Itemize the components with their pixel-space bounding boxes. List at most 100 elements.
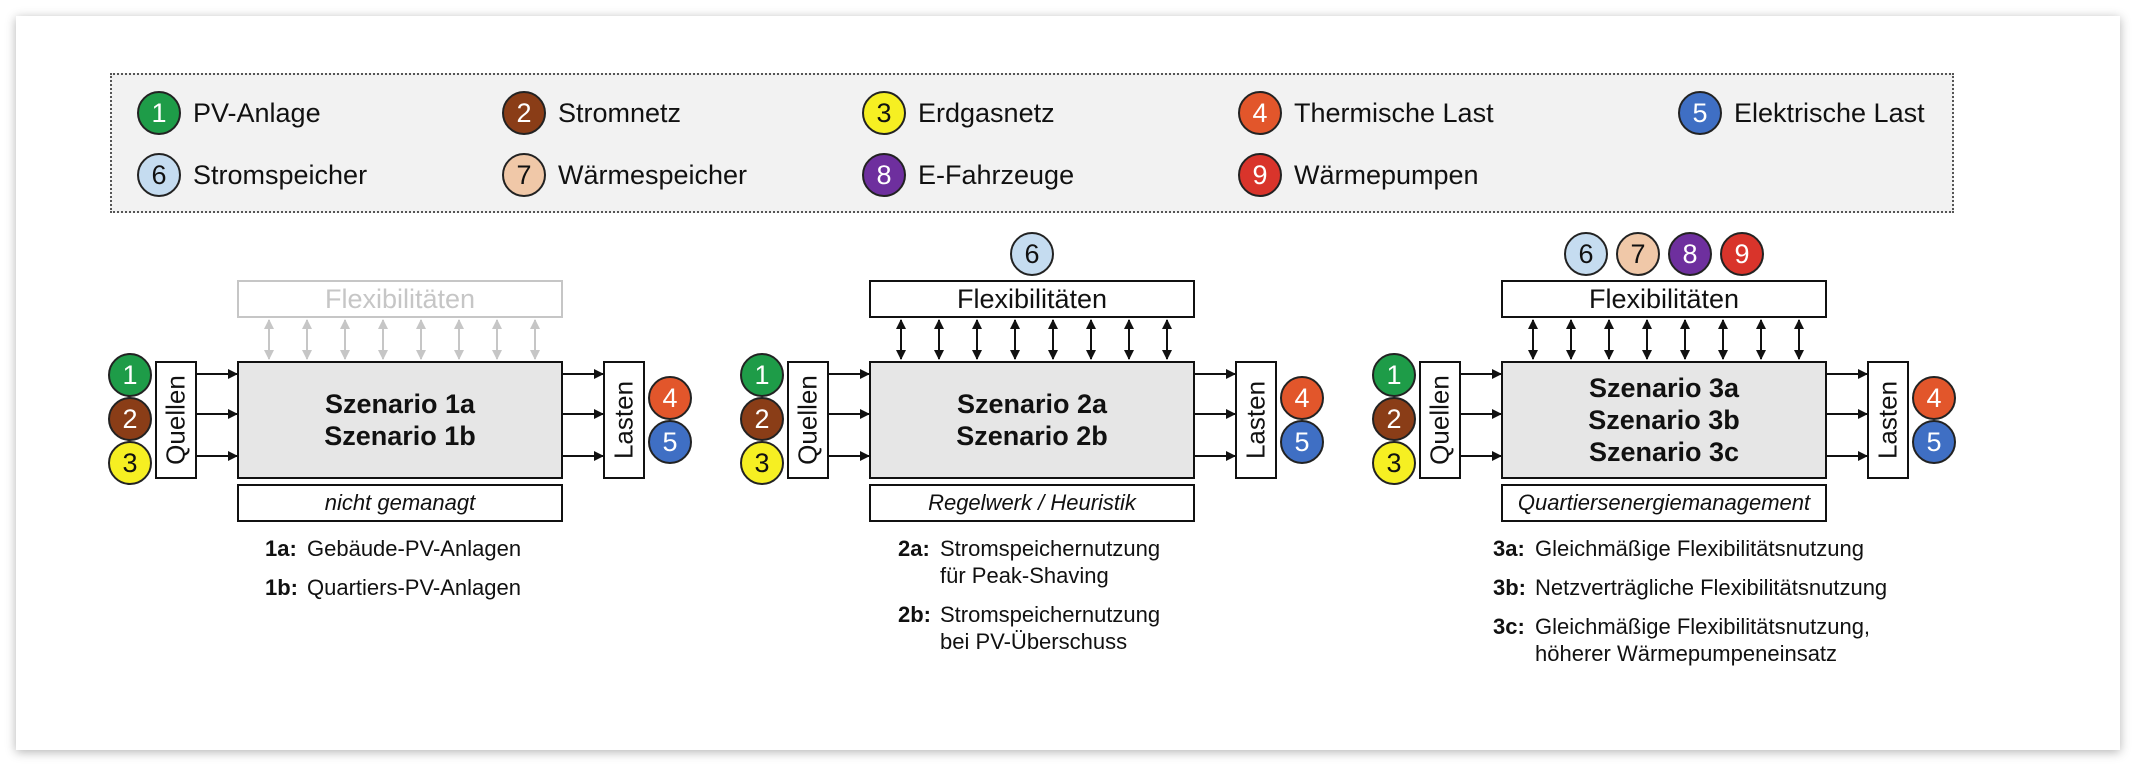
scenario-descriptions: 3a: Gleichmäßige Flexibilitätsnutzung 3b: N… bbox=[1493, 535, 1887, 679]
load-badge-5: 5 bbox=[1912, 420, 1956, 464]
legend-number-badge: 2 bbox=[502, 91, 546, 135]
description-row: 3a: Gleichmäßige Flexibilitätsnutzung bbox=[1493, 535, 1887, 562]
legend-number-badge: 8 bbox=[862, 153, 906, 197]
flexibility-box: Flexibilitäten bbox=[237, 280, 563, 318]
description-text: Stromspeichernutzung bei PV-Überschuss bbox=[940, 602, 1161, 654]
scenario-title-line: Szenario 1a bbox=[324, 389, 476, 419]
legend-label: PV-Anlage bbox=[193, 97, 321, 128]
description-row: 2a: Stromspeichernutzung für Peak-Shaving bbox=[898, 535, 1160, 589]
scenario-title-line: Szenario 1b bbox=[324, 421, 476, 451]
description-row: 1b: Quartiers-PV-Anlagen bbox=[265, 574, 521, 601]
loads-label: Lasten bbox=[608, 380, 639, 460]
load-badge-4: 4 bbox=[1912, 376, 1956, 420]
legend-number-badge: 3 bbox=[862, 91, 906, 135]
legend-item-5: 5 Elektrische Last bbox=[1678, 88, 1925, 138]
source-badge-2: 2 bbox=[1372, 397, 1416, 441]
loads-box: Lasten bbox=[1235, 361, 1277, 479]
source-badge-1: 1 bbox=[108, 353, 152, 397]
storage-badge-7: 7 bbox=[1616, 232, 1660, 276]
scenario-descriptions: 2a: Stromspeichernutzung für Peak-Shaving… bbox=[898, 535, 1160, 667]
description-key: 3b: bbox=[1493, 575, 1526, 600]
loads-box: Lasten bbox=[1867, 361, 1909, 479]
description-key: 1b: bbox=[265, 575, 298, 600]
source-badge-1: 1 bbox=[740, 353, 784, 397]
legend-item-2: 2 Stromnetz bbox=[502, 88, 681, 138]
legend-number-badge: 9 bbox=[1238, 153, 1282, 197]
legend-number-badge: 4 bbox=[1238, 91, 1282, 135]
description-text: Gebäude-PV-Anlagen bbox=[307, 536, 522, 561]
description-key: 2b: bbox=[898, 602, 931, 627]
scenario-title-line: Szenario 3a bbox=[1588, 373, 1740, 403]
legend-number-badge: 6 bbox=[137, 153, 181, 197]
description-row: 3c: Gleichmäßige Flexibilitätsnutzung, hö… bbox=[1493, 613, 1887, 667]
description-row: 1a: Gebäude-PV-Anlagen bbox=[265, 535, 521, 562]
flexibility-box: Flexibilitäten bbox=[1501, 280, 1827, 318]
legend-item-8: 8 E-Fahrzeuge bbox=[862, 150, 1074, 200]
loads-box: Lasten bbox=[603, 361, 645, 479]
load-badge-5: 5 bbox=[1280, 420, 1324, 464]
source-badge-2: 2 bbox=[108, 397, 152, 441]
legend-label: Wärmespeicher bbox=[558, 159, 748, 190]
sources-label: Quellen bbox=[792, 375, 823, 465]
legend-label: Thermische Last bbox=[1294, 97, 1494, 128]
description-row: 3b: Netzverträgliche Flexibilitätsnutzung bbox=[1493, 574, 1887, 601]
scenario-title-line: Szenario 2b bbox=[956, 421, 1108, 451]
legend-number-badge: 1 bbox=[137, 91, 181, 135]
source-badge-3: 3 bbox=[108, 441, 152, 485]
storage-badge-9: 9 bbox=[1720, 232, 1764, 276]
flexibility-box: Flexibilitäten bbox=[869, 280, 1195, 318]
legend-item-9: 9 Wärmepumpen bbox=[1238, 150, 1479, 200]
legend-label: Erdgasnetz bbox=[918, 97, 1055, 128]
management-box: nicht gemanagt bbox=[237, 484, 563, 522]
description-text: Gleichmäßige Flexibilitätsnutzung bbox=[1535, 536, 1864, 561]
load-badge-5: 5 bbox=[648, 420, 692, 464]
scenario-title-line: Szenario 3c bbox=[1588, 437, 1740, 467]
sources-box: Quellen bbox=[1419, 361, 1461, 479]
description-text: Stromspeichernutzung für Peak-Shaving bbox=[940, 536, 1161, 588]
description-key: 3c: bbox=[1493, 614, 1525, 639]
description-key: 3a: bbox=[1493, 536, 1525, 561]
load-badge-4: 4 bbox=[1280, 376, 1324, 420]
management-box: Regelwerk / Heuristik bbox=[869, 484, 1195, 522]
sources-label: Quellen bbox=[160, 375, 191, 465]
scenario-title-line: Szenario 3b bbox=[1588, 405, 1740, 435]
legend-item-3: 3 Erdgasnetz bbox=[862, 88, 1055, 138]
sources-box: Quellen bbox=[155, 361, 197, 479]
management-box: Quartiersenergiemanagement bbox=[1501, 484, 1827, 522]
legend-label: Wärmepumpen bbox=[1294, 159, 1479, 190]
legend-item-4: 4 Thermische Last bbox=[1238, 88, 1494, 138]
legend-label: E-Fahrzeuge bbox=[918, 159, 1075, 190]
description-text: Netzverträgliche Flexibilitätsnutzung bbox=[1535, 575, 1888, 600]
sources-label: Quellen bbox=[1424, 375, 1455, 465]
legend-number-badge: 7 bbox=[502, 153, 546, 197]
scenario-descriptions: 1a: Gebäude-PV-Anlagen 1b: Quartiers-PV-Anl… bbox=[265, 535, 521, 613]
source-badge-3: 3 bbox=[1372, 441, 1416, 485]
loads-label: Lasten bbox=[1240, 380, 1271, 460]
legend-item-6: 6 Stromspeicher bbox=[137, 150, 367, 200]
legend-box: 1 PV-Anlage 2 Stromnetz 3 Erdgasnetz 4 Thermisc… bbox=[110, 73, 1954, 213]
description-text: Gleichmäßige Flexibilitätsnutzung, höher… bbox=[1535, 614, 1871, 666]
legend-number-badge: 5 bbox=[1678, 91, 1722, 135]
description-text: Quartiers-PV-Anlagen bbox=[307, 575, 521, 600]
storage-badge-8: 8 bbox=[1668, 232, 1712, 276]
storage-badge-6: 6 bbox=[1010, 232, 1054, 276]
scenario-title-line: Szenario 2a bbox=[956, 389, 1108, 419]
source-badge-1: 1 bbox=[1372, 353, 1416, 397]
sources-box: Quellen bbox=[787, 361, 829, 479]
description-key: 1a: bbox=[265, 536, 297, 561]
loads-label: Lasten bbox=[1872, 380, 1903, 460]
legend-label: Stromspeicher bbox=[193, 159, 368, 190]
legend-label: Elektrische Last bbox=[1734, 97, 1925, 128]
source-badge-2: 2 bbox=[740, 397, 784, 441]
legend-item-7: 7 Wärmespeicher bbox=[502, 150, 747, 200]
description-key: 2a: bbox=[898, 536, 930, 561]
storage-badge-6: 6 bbox=[1564, 232, 1608, 276]
load-badge-4: 4 bbox=[648, 376, 692, 420]
source-badge-3: 3 bbox=[740, 441, 784, 485]
legend-label: Stromnetz bbox=[558, 97, 682, 128]
legend-item-1: 1 PV-Anlage bbox=[137, 88, 321, 138]
